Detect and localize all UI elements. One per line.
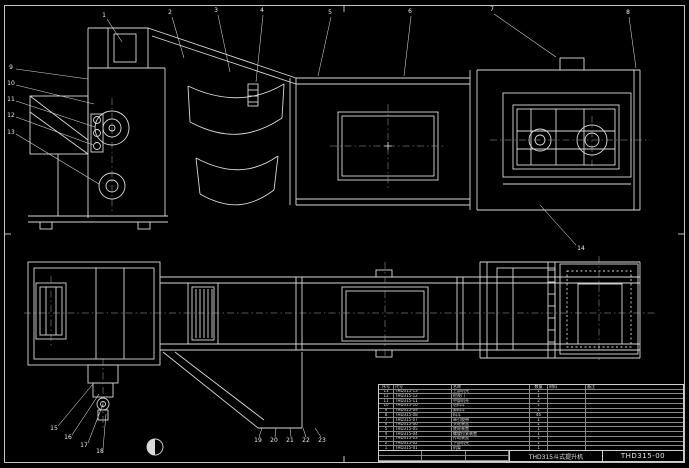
parts-list-row: 10 THD315-10 进料斗 1 bbox=[379, 402, 683, 408]
header-name: 名称 bbox=[451, 385, 529, 389]
callout-label: 5 bbox=[328, 9, 332, 16]
callout-label: 22 bbox=[302, 437, 310, 444]
callout-label: 14 bbox=[577, 245, 585, 252]
callout-label: 21 bbox=[286, 437, 294, 444]
callout-label: 2 bbox=[168, 9, 172, 16]
parts-list-row: 5 THD315-05 底轮装置 1 bbox=[379, 426, 683, 432]
parts-list-row: 1 THD315-01 机架 1 bbox=[379, 445, 683, 451]
callout-label: 18 bbox=[96, 448, 104, 455]
callout-label: 16 bbox=[64, 434, 72, 441]
parts-list-row: 13 THD315-13 上部机壳 1 bbox=[379, 388, 683, 394]
signature-cell bbox=[465, 451, 509, 456]
signature-cell bbox=[379, 451, 423, 456]
parts-list-row: 6 THD315-06 头轮装置 1 bbox=[379, 421, 683, 427]
header-note: 备注 bbox=[585, 385, 683, 389]
callout-label: 9 bbox=[9, 64, 13, 71]
header-material: 材料 bbox=[547, 385, 585, 389]
callout-label: 8 bbox=[626, 9, 630, 16]
parts-list-row: 3 THD315-03 传动装置 1 bbox=[379, 435, 683, 441]
title-block: THD315斗式提升机 THD315-00 bbox=[378, 451, 684, 462]
product-name: THD315斗式提升机 bbox=[509, 451, 602, 461]
parts-list-table: 序号 代号 名称 数量 材料 备注 13 THD315-13 上部机壳 1 12 bbox=[378, 384, 684, 451]
parts-list-row: 9 THD315-09 卸料斗 1 bbox=[379, 407, 683, 413]
header-qty: 数量 bbox=[529, 385, 547, 389]
callout-label: 13 bbox=[7, 129, 15, 136]
parts-list-row: 12 THD315-12 检视门 1 bbox=[379, 393, 683, 399]
signature-cell bbox=[379, 456, 423, 461]
callout-label: 3 bbox=[214, 7, 218, 14]
callout-label: 6 bbox=[408, 8, 412, 15]
callout-label: 1 bbox=[102, 12, 106, 19]
callout-label: 7 bbox=[490, 6, 494, 13]
parts-list-row: 2 THD315-02 下部机壳 1 bbox=[379, 440, 683, 446]
front-view-linework bbox=[28, 27, 641, 230]
parts-list-row: 7 THD315-07 牵引胶带 1 bbox=[379, 417, 683, 422]
sheet-frame bbox=[4, 5, 685, 463]
header-seq: 序号 bbox=[382, 385, 390, 389]
parts-list-row: 11 THD315-11 中部机壳 2 bbox=[379, 398, 683, 403]
leader-lines bbox=[15, 13, 637, 450]
parts-list-row: 8 THD315-08 料斗 46 bbox=[379, 412, 683, 418]
callout-label: 17 bbox=[80, 442, 88, 449]
centerlines bbox=[24, 98, 656, 428]
parts-list-header-row: 序号 代号 名称 数量 材料 备注 bbox=[379, 385, 683, 389]
header-code: 代号 bbox=[393, 385, 451, 389]
callout-label: 19 bbox=[254, 437, 262, 444]
callout-label: 10 bbox=[7, 80, 15, 87]
callout-label: 20 bbox=[270, 437, 278, 444]
drawing-number: THD315-00 bbox=[602, 451, 683, 461]
signature-cell bbox=[422, 456, 466, 461]
callout-label: 4 bbox=[260, 7, 264, 14]
signature-grid bbox=[379, 451, 509, 461]
signature-cell bbox=[465, 456, 509, 461]
callout-label: 15 bbox=[50, 425, 58, 432]
callout-label: 23 bbox=[318, 437, 326, 444]
parts-list-row: 4 THD315-04 螺旋拉紧装置 1 bbox=[379, 431, 683, 436]
callout-label: 12 bbox=[7, 112, 15, 119]
projection-symbol-icon bbox=[146, 438, 164, 456]
signature-cell bbox=[422, 451, 466, 456]
callout-label: 11 bbox=[7, 96, 15, 103]
